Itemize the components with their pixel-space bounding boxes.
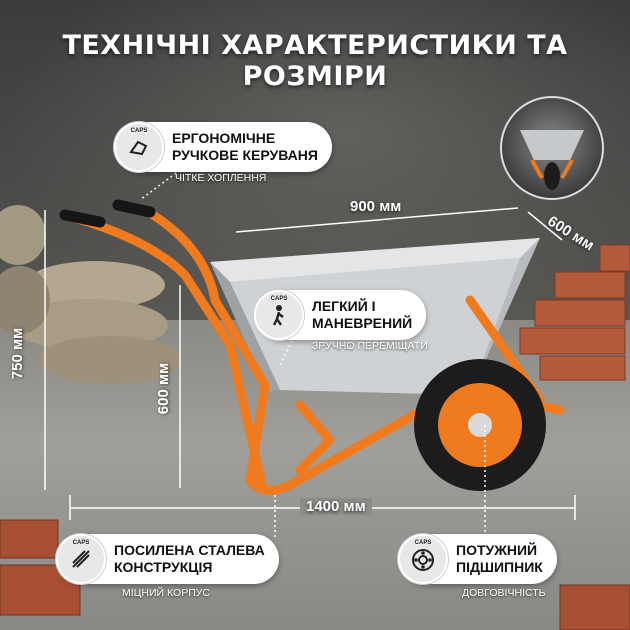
cement-bags (0, 205, 182, 384)
bearing-icon: CAPS (398, 534, 448, 584)
walking-person-icon: CAPS (254, 290, 304, 340)
dim-length-top: 900 мм (350, 198, 402, 215)
feature-title-line2: МАНЕВРЕНИЙ (312, 315, 413, 331)
feature-bearing: CAPS ПОТУЖНИЙ ПІДШИПНИК (398, 534, 557, 584)
caps-logo: CAPS (72, 540, 90, 546)
feature-title-line1: ПОТУЖНИЙ (456, 542, 538, 558)
wheel (414, 359, 546, 491)
feature-title-line1: ЕРГОНОМІЧНЕ (172, 130, 276, 146)
dim-height-total: 750 мм (9, 327, 27, 380)
hand-grip-icon: CAPS (114, 122, 164, 172)
feature-subtitle: ДОВГОВІЧНІСТЬ (462, 587, 546, 599)
handles (59, 199, 156, 228)
feature-title-line2: КОНСТРУКЦІЯ (114, 559, 213, 575)
feature-light-maneuverable: CAPS ЛЕГКИЙ І МАНЕВРЕНИЙ (254, 290, 427, 340)
feature-title-line1: ПОСИЛЕНА СТАЛЕВА (114, 542, 265, 558)
caps-logo: CAPS (270, 296, 288, 302)
feature-subtitle: МІЦНИЙ КОРПУС (122, 587, 210, 599)
wheelbarrow-thumbnail (500, 96, 604, 200)
brick-stack (519, 244, 630, 381)
dim-height-tray: 600 мм (155, 362, 173, 415)
feature-subtitle: ЧІТКЕ ХОПЛЕННЯ (175, 172, 267, 184)
feature-title-line2: ПІДШИПНИК (456, 559, 543, 575)
caps-logo: CAPS (130, 128, 148, 134)
wheelbarrow-front-view-icon (520, 130, 584, 190)
dim-length-total: 1400 мм (300, 498, 372, 515)
feature-subtitle: ЗРУЧНО ПЕРЕМІЩАТИ (312, 340, 428, 352)
feature-reinforced-steel: CAPS ПОСИЛЕНА СТАЛЕВА КОНСТРУКЦІЯ (56, 534, 279, 584)
caps-logo: CAPS (414, 540, 432, 546)
page-title: ТЕХНІЧНІ ХАРАКТЕРИСТИКИ ТА РОЗМІРИ (62, 30, 568, 92)
reinforced-steel-icon: CAPS (56, 534, 106, 584)
feature-title-line2: РУЧКОВЕ КЕРУВАНЯ (172, 147, 318, 163)
brick-foreground (0, 519, 630, 630)
feature-ergonomic-handle: CAPS ЕРГОНОМІЧНЕ РУЧКОВЕ КЕРУВАНЯ (114, 122, 332, 172)
feature-title-line1: ЛЕГКИЙ І (312, 298, 376, 314)
